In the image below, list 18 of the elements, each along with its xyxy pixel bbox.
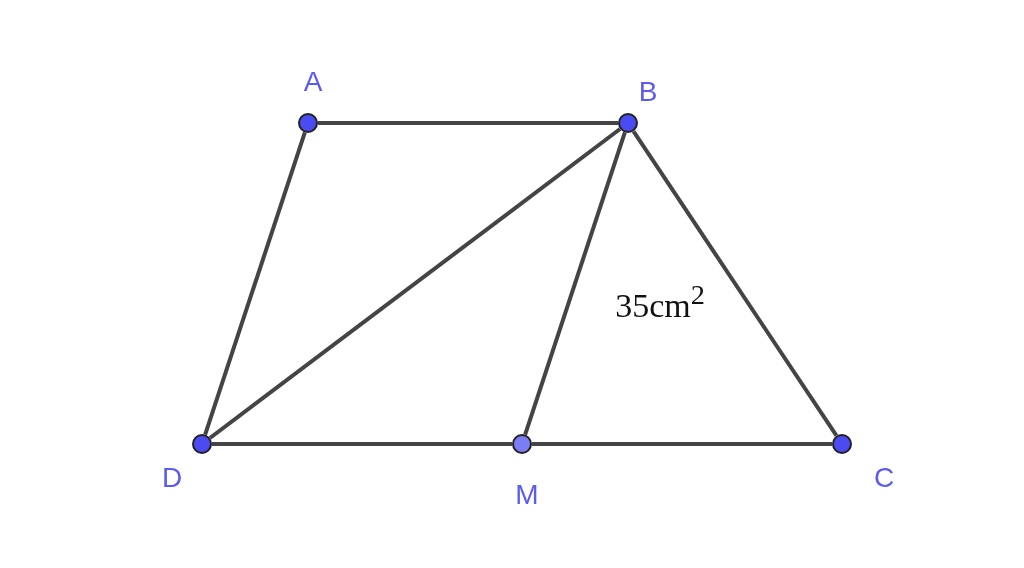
point-dot: [618, 113, 638, 133]
area-label: 35cm$^{2}$: [615, 281, 705, 323]
line-segment: [631, 130, 839, 437]
point-dot: [192, 434, 212, 454]
line-segment: [318, 121, 618, 125]
point-dot: [832, 434, 852, 454]
point-label: C: [873, 464, 895, 492]
point-dot: [512, 434, 532, 454]
point-label: B: [638, 78, 658, 106]
point-dot: [298, 113, 318, 133]
point-label: D: [161, 464, 183, 492]
point-label: A: [303, 68, 323, 96]
line-segment: [523, 131, 627, 436]
point-label: M: [515, 481, 539, 509]
line-segment: [208, 127, 622, 440]
line-segment: [203, 131, 307, 436]
line-segment: [532, 442, 832, 446]
line-segment: [212, 442, 512, 446]
